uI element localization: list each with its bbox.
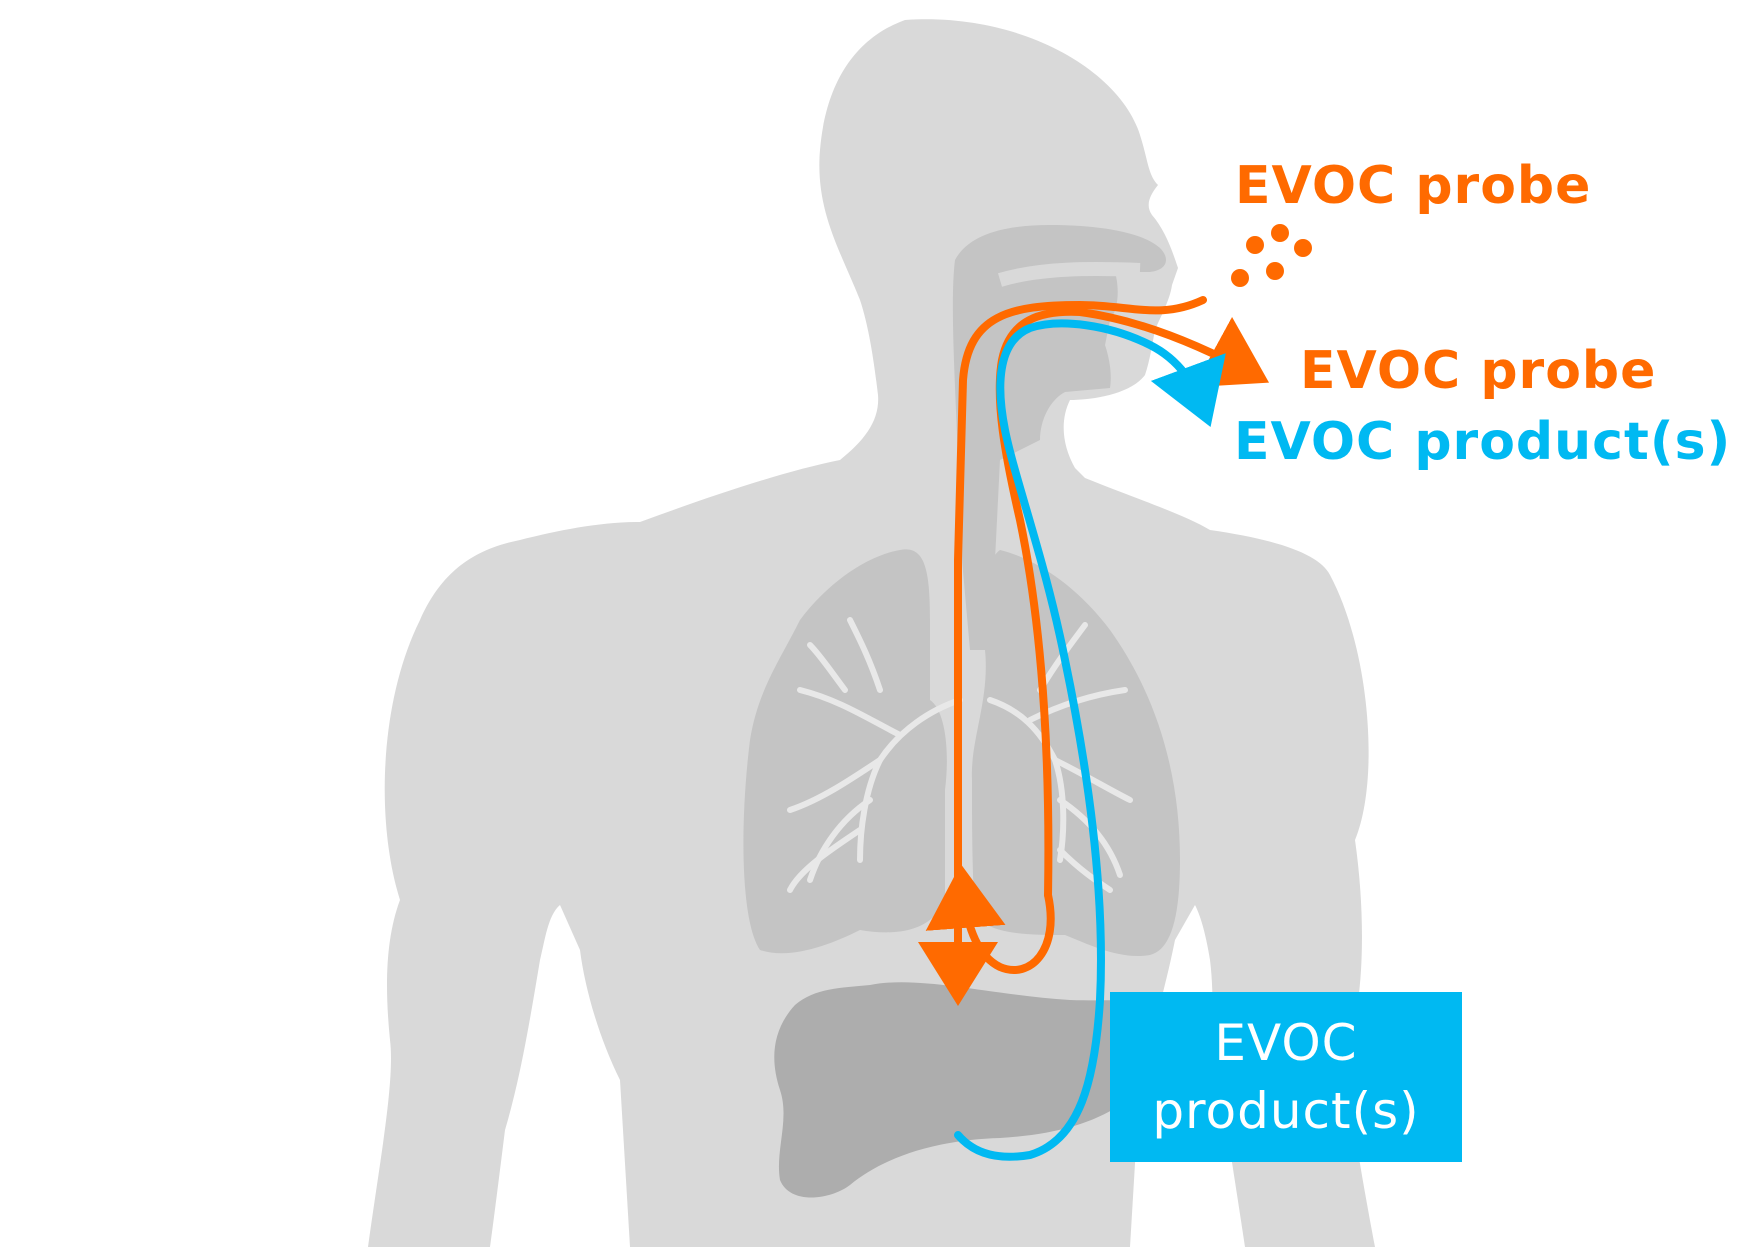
product-box-line1: EVOC	[1214, 1009, 1357, 1077]
label-probe-out: EVOC probe	[1300, 345, 1656, 397]
label-probe-in: EVOC probe	[1235, 160, 1591, 212]
label-product-out: EVOC product(s)	[1234, 416, 1731, 468]
product-box: EVOC product(s)	[1110, 992, 1462, 1162]
probe-particles-icon	[1231, 224, 1312, 287]
product-box-line2: product(s)	[1152, 1077, 1419, 1145]
